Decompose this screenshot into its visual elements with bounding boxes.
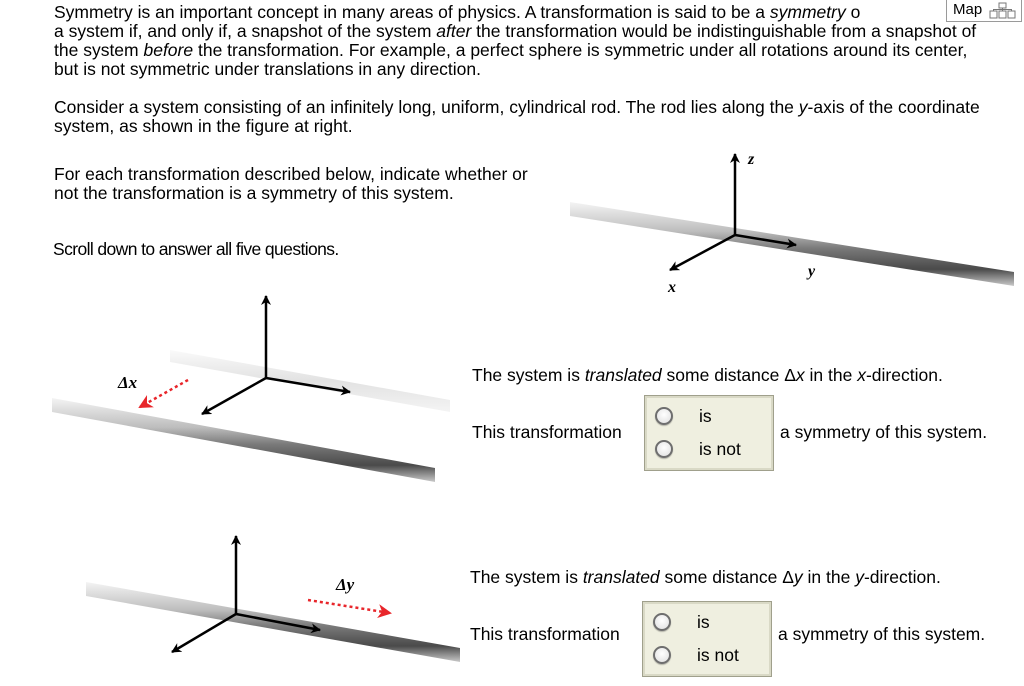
q2-desc-part: in the	[802, 567, 856, 587]
q2-description: The system is translated some distance Δ…	[470, 567, 941, 587]
q2-answer-box: is is not	[642, 601, 772, 677]
main-figure: z y x	[570, 151, 1014, 296]
q2-desc-emph: translated	[582, 567, 660, 587]
intro-text: the transformation would be indistinguis…	[54, 21, 977, 60]
radio-button[interactable]	[653, 613, 671, 631]
system-text: Consider a system consisting of an infin…	[54, 97, 799, 117]
instructions: For each transformation described below,…	[54, 164, 528, 203]
q2-axis-y	[235, 612, 321, 634]
main-axis-x	[669, 233, 736, 272]
radio-button[interactable]	[655, 407, 673, 425]
q1-desc-emph: translated	[584, 365, 662, 385]
q1-desc-part: -direction.	[865, 365, 943, 385]
q1-desc-part: some distance Δ	[661, 365, 796, 385]
q2-prefix: This transformation	[470, 624, 620, 644]
q1-suffix: a symmetry of this system.	[780, 422, 988, 442]
map-button[interactable]: Map	[946, 0, 1022, 22]
main-axis-y	[734, 233, 797, 249]
intro-text: o	[845, 2, 861, 22]
q1-option-is-not[interactable]: is not	[655, 436, 741, 462]
main-label-x: x	[667, 279, 676, 296]
q1-desc-part: in the	[804, 365, 858, 385]
intro-text: a system if, and only if, a snapshot of …	[54, 21, 437, 41]
q1-figure: Δx	[52, 295, 450, 482]
q1-axis-y	[265, 376, 351, 396]
q2-delta-arrow	[307, 598, 392, 619]
map-button-label: Map	[953, 1, 983, 18]
q2-axis-x	[171, 612, 237, 654]
q1-prefix: This transformation	[472, 422, 622, 442]
q1-delta-arrow	[138, 378, 189, 409]
q2-option-is-not[interactable]: is not	[653, 642, 739, 668]
main-label-y: y	[806, 263, 816, 280]
q1-answer-box: is is not	[644, 395, 774, 471]
q1-desc-var: x	[857, 365, 866, 385]
q1-desc-part: The system is	[472, 365, 585, 385]
scroll-hint: Scroll down to answer all five questions…	[53, 239, 339, 259]
intro-text: the transformation. For example, a perfe…	[54, 40, 968, 79]
q1-option-is[interactable]: is	[655, 403, 712, 429]
system-text: -axis of the coordinate system, as shown…	[54, 97, 980, 136]
q2-delta-label: Δy	[335, 575, 355, 594]
radio-button[interactable]	[653, 646, 671, 664]
q1-rod	[52, 398, 435, 482]
q2-desc-var: y	[793, 567, 803, 587]
q1-option-label: is	[699, 405, 712, 426]
q2-desc-part: -direction.	[863, 567, 941, 587]
system-description: Consider a system consisting of an infin…	[54, 98, 984, 136]
q2-option-label: is	[697, 611, 710, 632]
intro-paragraph: Symmetry is an important concept in many…	[54, 3, 994, 79]
q1-description: The system is translated some distance Δ…	[472, 365, 943, 385]
intro-emphasis-after: after	[436, 21, 472, 41]
q2-suffix: a symmetry of this system.	[778, 624, 986, 644]
radio-button[interactable]	[655, 440, 673, 458]
q2-desc-part: The system is	[470, 567, 583, 587]
q2-desc-var: y	[855, 567, 864, 587]
q1-delta-label: Δx	[117, 373, 138, 392]
main-label-z: z	[747, 151, 755, 168]
q2-option-label: is not	[697, 644, 739, 665]
q2-option-is[interactable]: is	[653, 609, 710, 635]
q1-axis-x	[201, 376, 267, 416]
q1-rod-ghost	[170, 350, 450, 412]
intro-text: Symmetry is an important concept in many…	[54, 2, 770, 22]
map-icon	[989, 2, 1016, 19]
intro-emphasis-before: before	[143, 40, 194, 60]
q2-figure: Δy	[86, 535, 460, 662]
intro-emphasis-symmetry: symmetry	[769, 2, 846, 22]
system-axis-y: y	[798, 97, 808, 117]
q1-desc-var: x	[795, 365, 805, 385]
q2-desc-part: some distance Δ	[659, 567, 794, 587]
q1-option-label: is not	[699, 438, 741, 459]
